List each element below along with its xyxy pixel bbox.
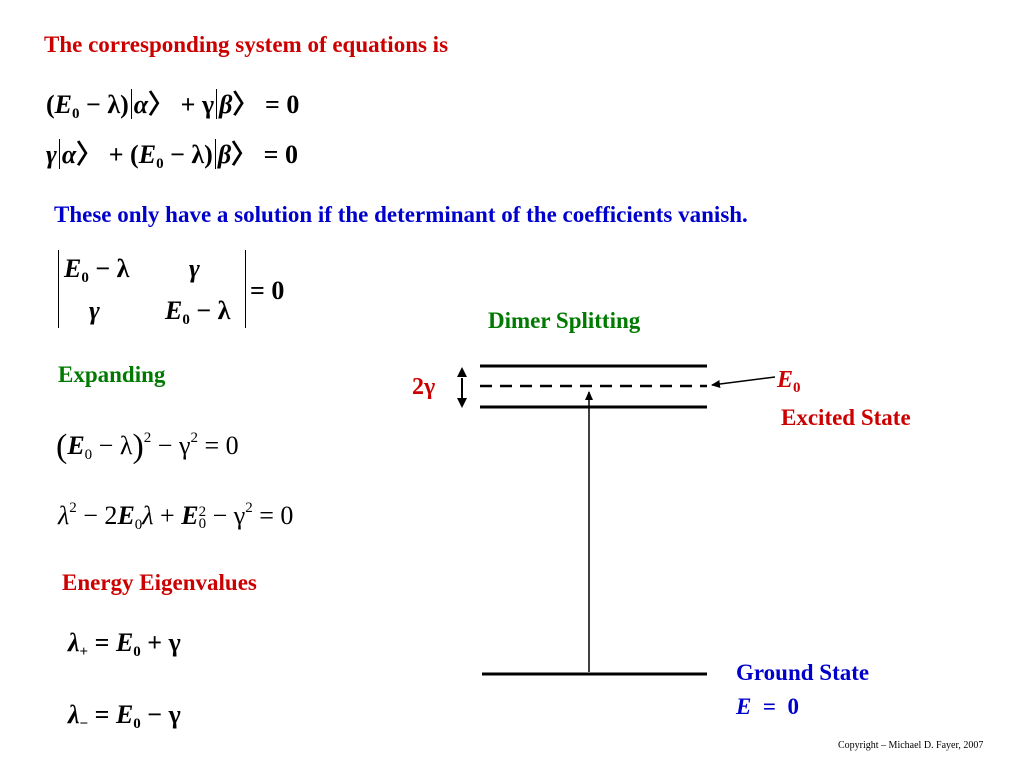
splitting-arrow-head-down (457, 398, 467, 408)
determinant-matrix: E0 − λ γ γ E0 − λ (58, 250, 246, 328)
excited-state-label: Excited State (781, 405, 911, 430)
eigenvalue-plus: λ+ = E0 + γ (68, 628, 181, 660)
determinant-equals: = 0 (250, 276, 285, 305)
e0-pointer-arrow (711, 376, 776, 388)
ground-state-label: Ground State (736, 660, 870, 685)
diagram-title: Dimer Splitting (488, 308, 641, 333)
det-a21: γ (89, 296, 100, 325)
splitting-arrow-head-up (457, 367, 467, 377)
e0-label: E0 (777, 367, 801, 396)
copyright-notice: Copyright – Michael D. Fayer, 2007 (838, 740, 984, 751)
expansion-equation-1: (E0 − λ)2 − γ2 = 0 (56, 428, 239, 465)
det-a11: E0 − λ (64, 254, 130, 286)
ground-energy-label: E = 0 (736, 694, 799, 719)
det-a12: γ (189, 254, 200, 283)
heading-expanding: Expanding (58, 362, 166, 387)
splitting-label: 2γ (412, 374, 436, 400)
eigenvalue-minus: λ− = E0 − γ (68, 700, 181, 732)
heading-energy-eigenvalues: Energy Eigenvalues (62, 570, 257, 595)
heading-system-of-equations: The corresponding system of equations is (44, 32, 449, 57)
heading-determinant: These only have a solution if the determ… (54, 202, 748, 227)
det-a22: E0 − λ (165, 296, 231, 328)
